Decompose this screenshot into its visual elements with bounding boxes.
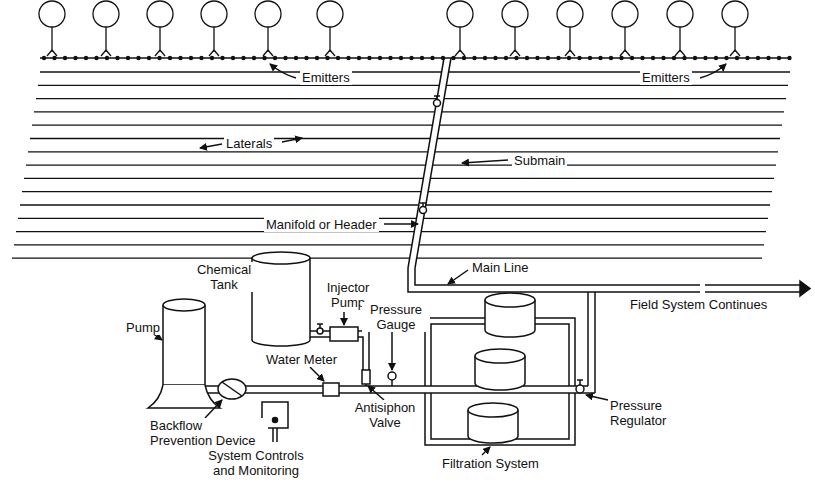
part-label: Emitters	[300, 70, 352, 85]
part-label: Backflow Prevention Device	[148, 418, 268, 448]
part-label: System Controls and Monitoring	[196, 448, 316, 478]
part-label: Chemical Tank	[190, 262, 258, 292]
part-label: Submain	[512, 153, 567, 168]
part-label: Laterals	[224, 136, 274, 151]
part-label: Manifold or Header	[264, 217, 379, 232]
part-label: Pressure Gauge	[362, 302, 430, 332]
part-label: Pressure Regulator	[608, 398, 686, 428]
part-label: Emitters	[640, 70, 692, 85]
part-label: Main Line	[470, 260, 530, 275]
part-label: Field System Continues	[628, 297, 769, 312]
part-label: Antisiphon Valve	[346, 400, 424, 430]
part-label: Pump	[124, 320, 162, 335]
part-label: Filtration System	[440, 456, 541, 471]
part-label: Water Meter	[264, 352, 339, 367]
